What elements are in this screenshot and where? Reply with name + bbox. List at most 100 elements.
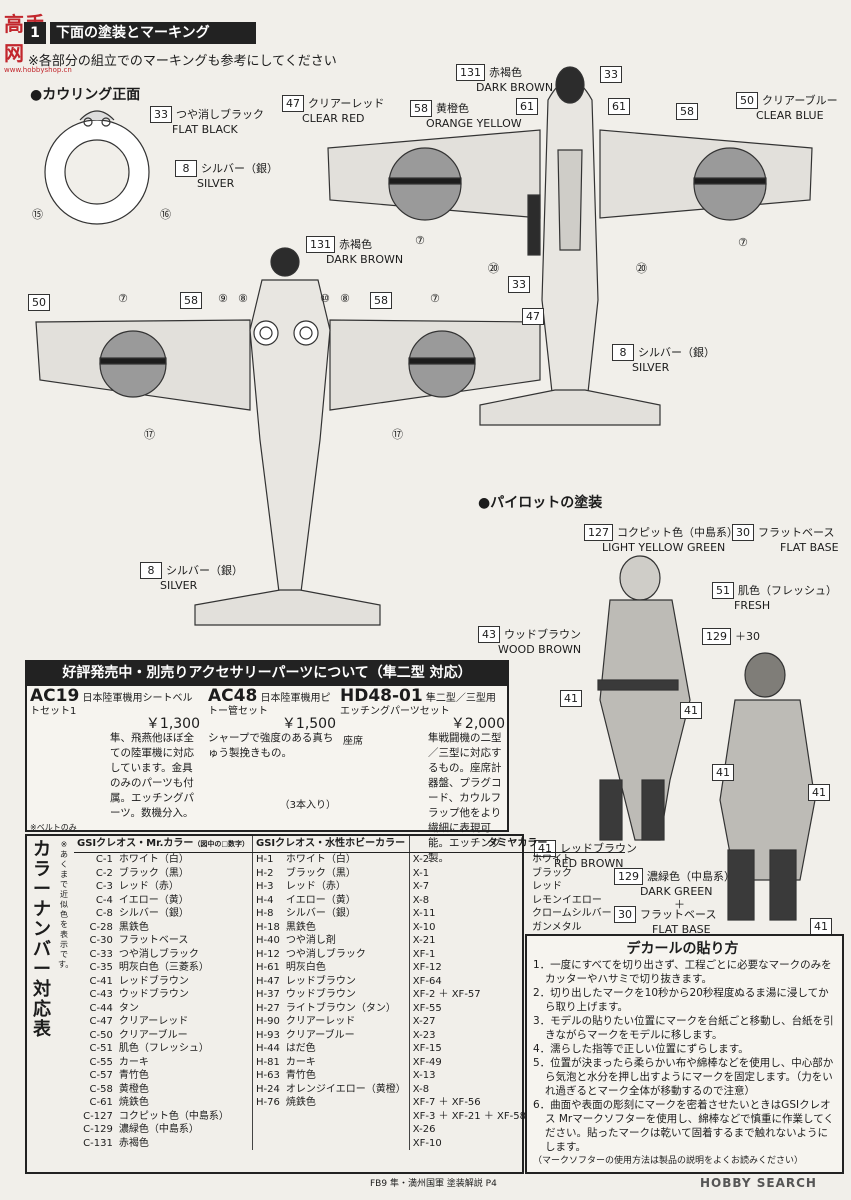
bottom-label-47: 47: [522, 308, 548, 325]
color-name-cell: ウッドブラウン: [118, 989, 189, 1000]
accessory-title: 好評発売中・別売りアクセサリーパーツについて（隼二型 対応）: [25, 660, 509, 686]
pilot-callout-41a: 41: [560, 690, 586, 707]
color-name-cell: シルバー（銀）: [285, 908, 356, 919]
color-code-cell: H-1: [252, 852, 283, 867]
color-name-cell: ライトブラウン（タン）: [285, 1002, 396, 1014]
color-name-cell: 黄橙色: [118, 1083, 149, 1095]
color-name-cell: タン: [118, 1002, 139, 1014]
color-code-cell: C-47: [89, 1016, 113, 1027]
color-code-cell: XF-1: [408, 947, 529, 961]
top-label-58b: 58: [676, 103, 702, 120]
color-code-cell: H-93: [252, 1028, 283, 1042]
color-name-cell: 焼鉄色: [285, 1097, 316, 1108]
color-code-cell: H-3: [252, 880, 283, 894]
accessory-item-ac19: AC19 日本陸軍機用シートベルトセット1 ￥1,300 隼、飛燕他ほぼ全ての陸…: [30, 686, 200, 833]
color-code-cell: X-1: [408, 866, 529, 880]
accessory-box: [25, 660, 509, 832]
color-code-cell: C-41: [89, 975, 113, 987]
color-name-cell: ウッドブラウン: [285, 989, 356, 1000]
top-callout-20b: ⑳: [636, 262, 647, 275]
pilot-callout-41e: 41: [810, 918, 836, 935]
accessory-item-ac48: AC48 日本陸軍機用ピトー管セット ￥1,500 シャープで強度のある真ちゅう…: [208, 686, 336, 812]
color-code-cell: C-33: [89, 948, 113, 960]
color-code-cell: X-11: [408, 907, 529, 921]
pilot-back-figure: [719, 652, 816, 921]
color-name-cell: オレンジイエロー（黄橙）: [285, 1083, 406, 1095]
top-label-33b: 33: [508, 276, 534, 293]
decal-step: 2．切り出したマークを10秒から20秒程度ぬるま湯に浸してから取り上げます。: [533, 987, 829, 1013]
color-name-cell: 赤褐色: [118, 1137, 149, 1149]
color-name-cell: 黒鉄色: [285, 921, 316, 933]
color-table-row: C-127 コクピット色（中島系） XF-3 ＋ XF-21 ＋ XF-58: [74, 1109, 625, 1123]
color-code-cell: XF-3 ＋ XF-21 ＋ XF-58: [408, 1109, 529, 1123]
section-title: 下面の塗装とマーキング: [50, 22, 256, 44]
color-name-cell: 青竹色: [285, 1070, 316, 1081]
color-code-cell: C-43: [89, 989, 113, 1000]
color-code-cell: C-129: [83, 1124, 113, 1135]
color-code-cell: C-55: [89, 1056, 113, 1068]
section-number: 1: [24, 22, 46, 44]
color-code-cell: H-76: [252, 1096, 283, 1110]
color-name-cell: レッドブラウン: [118, 975, 189, 987]
top-label-61b: 61: [608, 98, 634, 115]
bottom-callout-7a: ⑦: [118, 292, 128, 305]
color-code-cell: H-27: [252, 1001, 283, 1015]
cowling-heading: ●カウリング正面: [30, 87, 141, 103]
color-code-cell: C-3: [95, 881, 113, 892]
color-code-cell: X-13: [408, 1069, 529, 1083]
color-name-cell: ホワイト: [531, 854, 572, 865]
color-code-cell: [252, 1123, 283, 1137]
color-code-cell: H-37: [252, 988, 283, 1002]
color-code-cell: X-27: [408, 1015, 529, 1029]
color-name-cell: ブラック（黒）: [118, 867, 189, 879]
color-code-cell: H-44: [252, 1042, 283, 1056]
top-view-plane: [327, 66, 813, 426]
top-label-33: 33: [600, 66, 626, 83]
section-note: ※各部分の組立でのマーキングも参考にしてください: [28, 54, 337, 69]
color-name-cell: レッド（赤）: [285, 881, 346, 892]
decal-steps: 1．一度にすべてを切り出さず、工程ごとに必要なマークのみをカッターやハサミで切り…: [533, 958, 835, 1168]
color-code-cell: [252, 1109, 283, 1123]
page-footer: FB9 隼・満州国軍 塗装解説 P4: [370, 1179, 497, 1189]
color-name-cell: レッドブラウン: [285, 975, 356, 987]
pilot-front-figure: [597, 555, 691, 841]
color-name-cell: 焼鉄色: [118, 1097, 149, 1108]
color-code-cell: XF-12: [408, 961, 529, 975]
color-name-cell: ホワイト（白）: [285, 854, 356, 865]
color-name-cell: ブラック: [531, 867, 572, 879]
color-code-cell: C-44: [89, 1002, 113, 1014]
decal-step: 1．一度にすべてを切り出さず、工程ごとに必要なマークのみをカッターやハサミで切り…: [533, 959, 832, 985]
color-name-cell: レッド（赤）: [118, 881, 179, 892]
color-code-cell: H-12: [252, 947, 283, 961]
pilot-callout-41b: 41: [680, 702, 706, 719]
cowling-callout-16: ⑯: [160, 208, 171, 221]
color-name-cell: コクピット色（中島系）: [118, 1110, 229, 1122]
color-code-cell: X-8: [408, 1082, 529, 1096]
color-code-cell: X-8: [408, 893, 529, 907]
color-code-cell: C-131: [83, 1137, 113, 1149]
bottom-label-58b: 58: [370, 292, 396, 309]
color-code-cell: H-4: [252, 893, 283, 907]
color-name-cell: クロームシルバー: [531, 908, 612, 919]
color-code-cell: X-2: [408, 852, 529, 867]
cowling-front-drawing: [44, 110, 150, 225]
color-code-cell: H-24: [252, 1082, 283, 1096]
color-code-cell: C-35: [89, 962, 113, 973]
color-code-cell: C-1: [95, 854, 113, 865]
pilot-label-129-30: 129＋30: [702, 628, 760, 645]
decal-step: 3．モデルの貼りたい位置にマークを台紙ごと移動し、台紙を引きながらマークをモデル…: [533, 1015, 834, 1041]
color-code-cell: XF-64: [408, 974, 529, 988]
color-code-cell: C-127: [83, 1110, 113, 1122]
